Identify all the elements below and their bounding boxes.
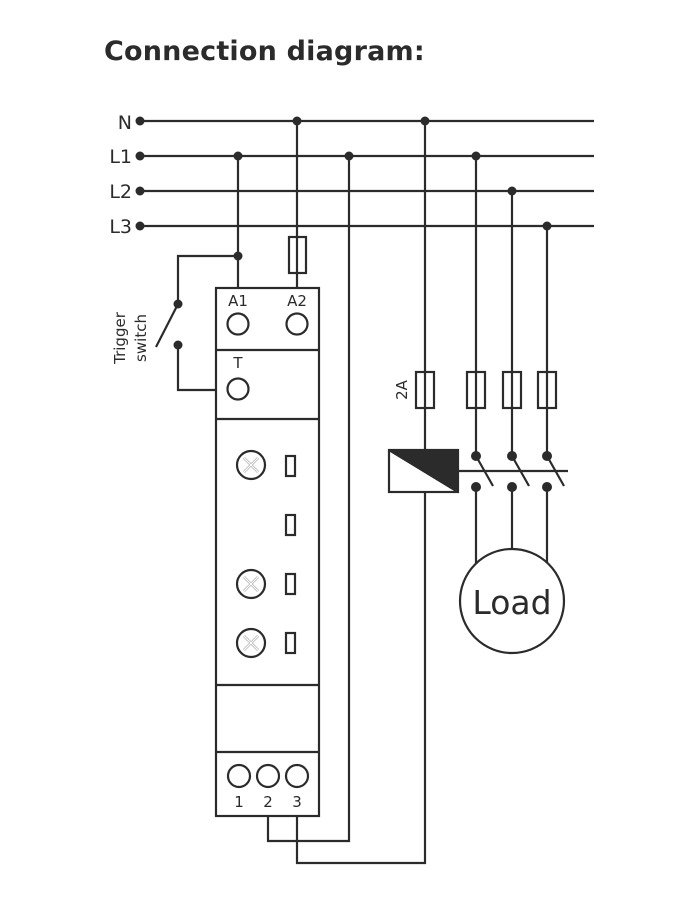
- load-label: Load: [472, 583, 551, 622]
- knob-2: [235, 568, 267, 600]
- terminal-2: [255, 763, 281, 789]
- junction-dot: [344, 151, 354, 161]
- trigger-switch-label-line2: switch: [132, 314, 150, 362]
- trigger-switch-label-line1: Trigger: [111, 311, 129, 365]
- junction-dot: [292, 116, 302, 126]
- terminal-a2: [285, 312, 309, 336]
- bus-terminal-dot-l2: [135, 186, 145, 196]
- wiring: [176, 116, 552, 865]
- bus-label-n: N: [118, 112, 132, 134]
- diagram-title: Connection diagram:: [104, 36, 425, 67]
- junction-dot: [233, 251, 243, 261]
- terminal-label-1: 1: [234, 793, 244, 811]
- junction-dot: [542, 221, 552, 231]
- terminal-label-a2: A2: [287, 292, 307, 310]
- bus-lines: [135, 116, 594, 231]
- terminal-label-a1: A1: [228, 292, 248, 310]
- contact-blade: [546, 455, 565, 487]
- wire-switch-t: [176, 345, 216, 392]
- junction-dot: [471, 151, 481, 161]
- wire-l1-terminal-2: [266, 156, 351, 843]
- terminal-label-t: T: [232, 354, 243, 372]
- junction-dot: [233, 151, 243, 161]
- contact-blade: [511, 455, 530, 487]
- terminal-a1: [226, 312, 250, 336]
- contactor-coil: [387, 448, 460, 494]
- junction-dot: [420, 116, 430, 126]
- load: Load: [458, 547, 566, 655]
- bus-terminal-dot-l3: [135, 221, 145, 231]
- indicator-led: [284, 513, 297, 537]
- device-body: [214, 286, 321, 818]
- bus-terminal-dot-l1: [135, 151, 145, 161]
- wire-a1-switch: [176, 254, 238, 304]
- terminal-3: [284, 763, 310, 789]
- switch-contact-dot: [173, 340, 183, 350]
- indicator-led: [284, 454, 297, 478]
- phase-fuses: [465, 370, 558, 410]
- load-circle: [458, 547, 566, 655]
- bus-label-l2: L2: [109, 181, 132, 203]
- contactor-contacts: [458, 451, 568, 563]
- indicator-led: [284, 572, 297, 596]
- terminal-label-3: 3: [292, 793, 302, 811]
- knob-1: [235, 449, 267, 481]
- trigger-switch: Trigger switch: [111, 299, 183, 365]
- bus-terminal-dot-n: [135, 116, 145, 126]
- terminal-t: [226, 377, 250, 401]
- coil-fuse-label: 2A: [393, 379, 411, 400]
- junction-dot: [507, 186, 517, 196]
- indicator-led: [284, 631, 297, 655]
- wire-coil-terminal-3: [295, 492, 427, 865]
- bus-label-l1: L1: [109, 146, 132, 168]
- terminal-label-2: 2: [263, 793, 273, 811]
- bus-label-l3: L3: [109, 216, 132, 238]
- knob-3: [235, 627, 267, 659]
- time-relay-device: A1 A2 T 1 2 3: [214, 286, 321, 818]
- terminal-1: [226, 763, 252, 789]
- switch-blade: [155, 303, 179, 348]
- contact-blade: [475, 455, 494, 487]
